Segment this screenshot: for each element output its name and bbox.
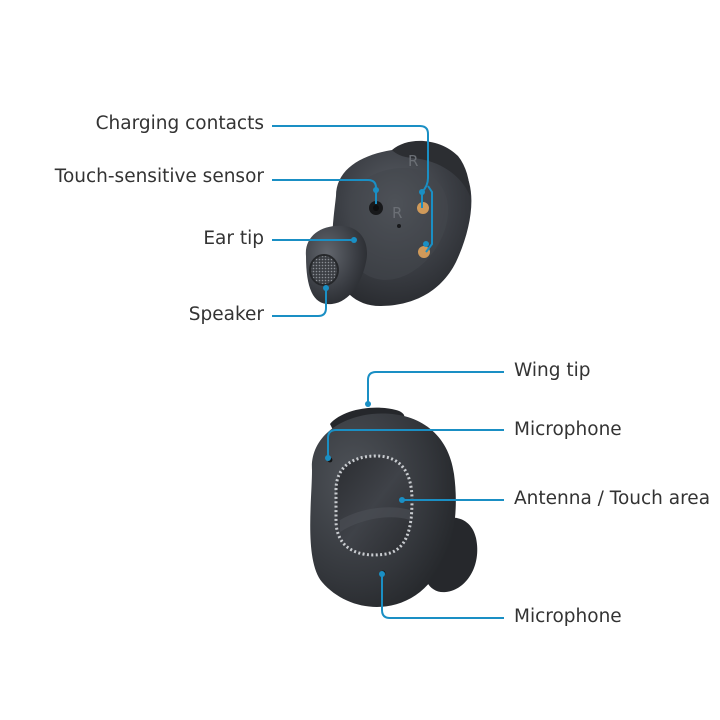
label-antenna-touch-area: Antenna / Touch area	[514, 488, 711, 509]
speaker-mesh	[310, 255, 338, 285]
label-ear-tip: Ear tip	[203, 228, 264, 249]
leader-microphone-top	[327, 429, 504, 458]
label-wing-tip: Wing tip	[514, 360, 591, 381]
top-earbud: R R	[305, 140, 472, 306]
label-speaker: Speaker	[188, 304, 264, 325]
label-touch-sensor: Touch-sensitive sensor	[54, 166, 264, 187]
leader-wing-tip	[367, 371, 504, 404]
leader-speaker	[272, 288, 327, 317]
top-earbud-wing	[392, 140, 470, 196]
label-microphone-bottom: Microphone	[514, 606, 622, 627]
label-charging-contacts: Charging contacts	[95, 113, 264, 134]
leader-lines	[272, 125, 504, 619]
side-mark-r-top: R	[408, 152, 418, 170]
touch-area	[334, 454, 414, 557]
leader-dots	[323, 187, 429, 577]
charging-contact-2	[418, 246, 430, 258]
side-mark-r-inner: R	[392, 204, 402, 222]
bottom-earbud	[310, 407, 478, 607]
label-microphone-top: Microphone	[514, 419, 622, 440]
leader-microphone-bottom	[381, 576, 504, 619]
leader-charging-contacts	[272, 125, 429, 208]
